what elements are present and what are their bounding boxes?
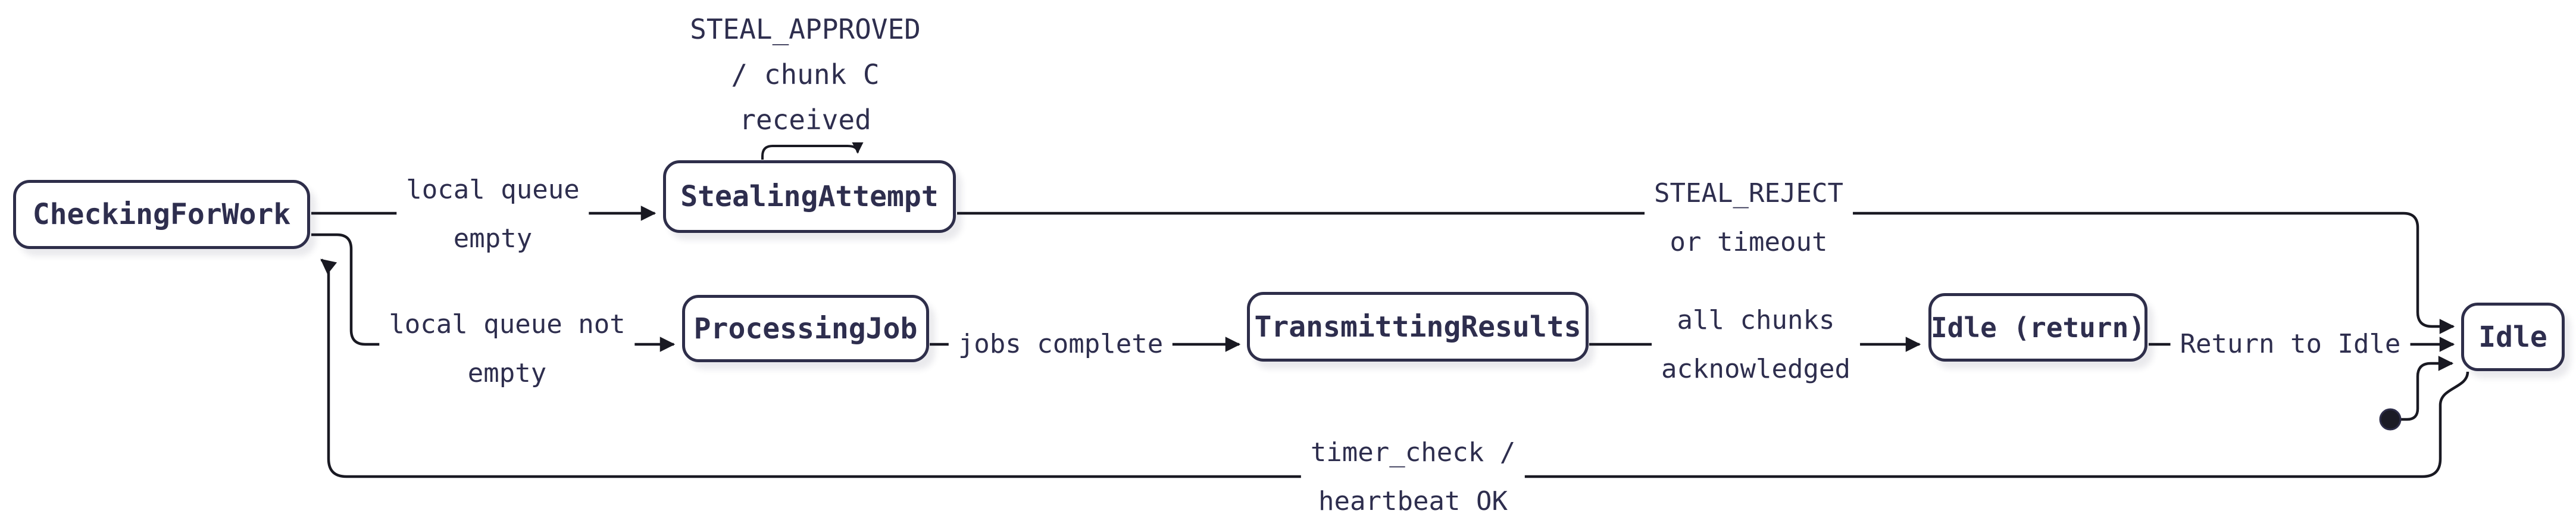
state-transmittingresults: TransmittingResults (1247, 292, 1589, 362)
edge-label-steal-reject: STEAL_REJECT or timeout (1645, 169, 1853, 267)
state-label: TransmittingResults (1254, 310, 1581, 344)
edge-timer-check (320, 259, 2469, 478)
edge-label-steal-approved: STEAL_APPROVED / chunk C received (680, 7, 930, 142)
state-idle-return: Idle (return) (1928, 293, 2147, 362)
edge-local-queue-not-empty (311, 233, 676, 352)
state-stealingattempt: StealingAttempt (663, 160, 956, 233)
state-processingjob: ProcessingJob (682, 295, 929, 362)
state-label: Idle (return) (1930, 311, 2146, 344)
edge-label-jobs-complete: jobs complete (948, 320, 1173, 369)
state-label: StealingAttempt (680, 180, 939, 213)
edge-label-return-to-idle: Return to Idle (2170, 320, 2411, 369)
edge-label-local-queue-empty: local queue empty (396, 166, 589, 263)
initial-state-dot (2379, 408, 2402, 431)
state-label: CheckingForWork (32, 198, 291, 231)
edge-label-local-queue-not-empty: local queue not empty (379, 300, 635, 398)
state-label: ProcessingJob (693, 312, 918, 346)
edge-steal-reject (957, 211, 2455, 334)
edge-label-all-chunks: all chunks acknowledged (1652, 296, 1860, 394)
edge-initial-to-idle (2400, 356, 2454, 421)
state-checkingforwork: CheckingForWork (13, 180, 310, 249)
state-label: Idle (2478, 320, 2547, 354)
state-idle: Idle (2461, 303, 2565, 371)
edge-steal-approved-selfloop (761, 140, 865, 160)
edge-label-timer-check: timer_check / heartbeat OK (1300, 428, 1525, 526)
